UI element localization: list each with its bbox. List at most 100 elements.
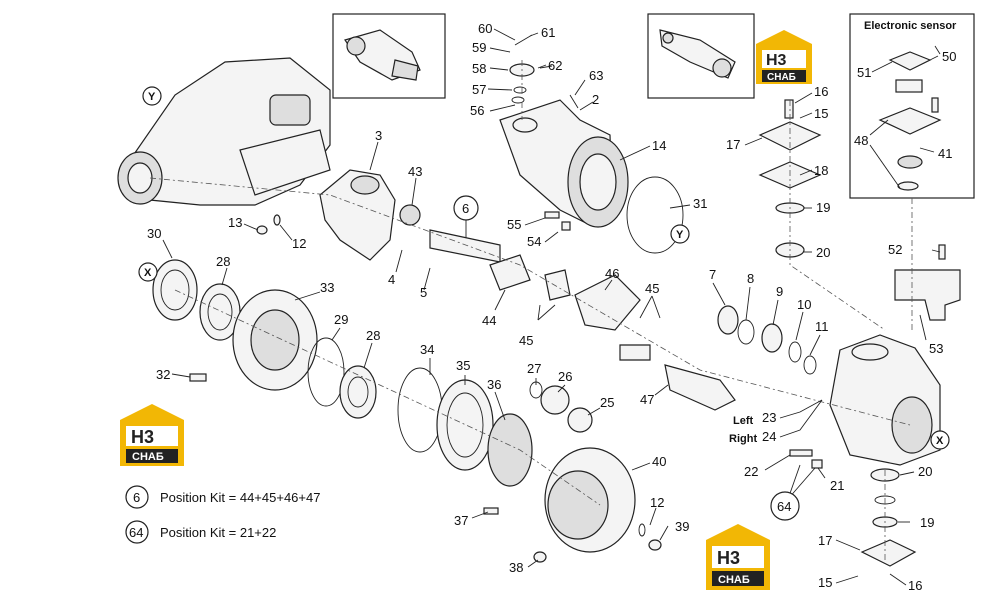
callout-51: 51 (857, 65, 871, 80)
planetary-cover-40 (544, 447, 636, 553)
callout-61: 61 (541, 25, 555, 40)
axle-housing-y (117, 57, 331, 206)
inset-axle-drawing-right (659, 29, 736, 79)
callout-30: 30 (147, 226, 161, 241)
callout-45-right: 45 (645, 281, 659, 296)
steering-knuckle-14 (499, 99, 629, 228)
callout-55: 55 (507, 217, 521, 232)
callout-62: 62 (548, 58, 562, 73)
callout-4: 4 (388, 272, 395, 287)
callout-48: 48 (854, 133, 868, 148)
callout-12-lower: 12 (650, 495, 664, 510)
seals-7-11 (717, 305, 817, 375)
callout-56: 56 (470, 103, 484, 118)
callout-10: 10 (797, 297, 811, 312)
svg-text:Y: Y (676, 229, 684, 241)
callout-7: 7 (709, 267, 716, 282)
wheel-hub-33 (232, 289, 318, 391)
callout-32: 32 (156, 367, 170, 382)
electronic-sensor-title: Electronic sensor (864, 20, 957, 32)
callout-15-upper: 15 (814, 106, 828, 121)
section-mark-y-top: Y (142, 86, 162, 106)
callout-27: 27 (527, 361, 541, 376)
callout-41: 41 (938, 146, 952, 161)
callout-15-lower: 15 (818, 575, 832, 590)
callout-37: 37 (454, 513, 468, 528)
shaft-6 (429, 229, 501, 263)
snap-ring-34 (397, 367, 443, 453)
logo-bottom-mark: H3 (717, 548, 740, 568)
callout-40: 40 (652, 454, 666, 469)
electronic-sensor-box (849, 13, 975, 199)
svg-text:X: X (144, 267, 152, 279)
callout-60: 60 (478, 21, 492, 36)
callout-54: 54 (527, 234, 541, 249)
callout-53: 53 (929, 341, 943, 356)
callout-24: 24 (762, 429, 776, 444)
section-mark-x-right: X (930, 430, 950, 450)
logo-top: H3 СНАБ (756, 30, 812, 84)
callout-14: 14 (652, 138, 666, 153)
o-ring-31 (626, 176, 684, 254)
axis-line-kingpin (789, 100, 886, 331)
callout-11: 11 (815, 319, 829, 334)
callout-36: 36 (487, 377, 501, 392)
callout-52: 52 (888, 242, 902, 257)
svg-text:X: X (936, 435, 944, 447)
knuckle-housing-23-24 (829, 334, 941, 466)
legend-ref-64: 64 (129, 525, 143, 540)
callout-21: 21 (830, 478, 844, 493)
callout-5: 5 (420, 285, 427, 300)
callout-19-lower: 19 (920, 515, 934, 530)
o-ring-29 (307, 337, 345, 407)
legend: 6 Position Kit = 44+45+46+47 64 Position… (125, 485, 320, 544)
svg-text:Y: Y (148, 91, 156, 103)
logo-left-mark: H3 (131, 427, 154, 447)
bearing-28-right (339, 365, 377, 419)
callout-8: 8 (747, 271, 754, 286)
callout-9: 9 (776, 284, 783, 299)
callout-17-lower: 17 (818, 533, 832, 548)
callout-45-left: 45 (519, 333, 533, 348)
planet-gears (529, 381, 593, 433)
callout-43: 43 (408, 164, 422, 179)
section-mark-x-left: X (138, 262, 158, 282)
logo-top-mark: H3 (766, 52, 787, 69)
side-label-left: Left (733, 415, 754, 427)
callout-39: 39 (675, 519, 689, 534)
callout-2: 2 (592, 92, 599, 107)
callout-35: 35 (456, 358, 470, 373)
leader-lines (162, 28, 941, 586)
callout-20-upper: 20 (816, 245, 830, 260)
callout-numbers: 60 61 59 58 62 63 57 2 56 3 14 43 16 15 … (147, 21, 956, 593)
callout-17-upper: 17 (726, 137, 740, 152)
steering-arm-53 (894, 244, 961, 321)
callout-3: 3 (375, 128, 382, 143)
callout-46: 46 (605, 266, 619, 281)
logo-bottom-word: СНАБ (718, 574, 750, 586)
callout-58: 58 (472, 61, 486, 76)
callout-59: 59 (472, 40, 486, 55)
kingpin-parts-56-63 (509, 34, 579, 109)
legend-kit-6: Position Kit = 44+45+46+47 (160, 490, 320, 505)
callout-25: 25 (600, 395, 614, 410)
legend-kit-64: Position Kit = 21+22 (160, 525, 276, 540)
callout-28-left: 28 (216, 254, 230, 269)
section-mark-y-right: Y (670, 224, 690, 244)
logo-top-word: СНАБ (767, 72, 796, 83)
callout-19-upper: 19 (816, 200, 830, 215)
logo-left-word: СНАБ (132, 451, 164, 463)
bearing-43 (399, 204, 421, 226)
callout-12-upper: 12 (292, 236, 306, 251)
callout-47: 47 (640, 392, 654, 407)
svg-text:64: 64 (777, 499, 791, 514)
callout-63: 63 (589, 68, 603, 83)
inset-axle-drawing-left (344, 29, 421, 81)
universal-joint (489, 254, 736, 411)
axis-line-main (149, 177, 911, 426)
svg-text:6: 6 (462, 201, 469, 216)
ring-gear-35 (436, 379, 494, 471)
callout-20-lower: 20 (918, 464, 932, 479)
